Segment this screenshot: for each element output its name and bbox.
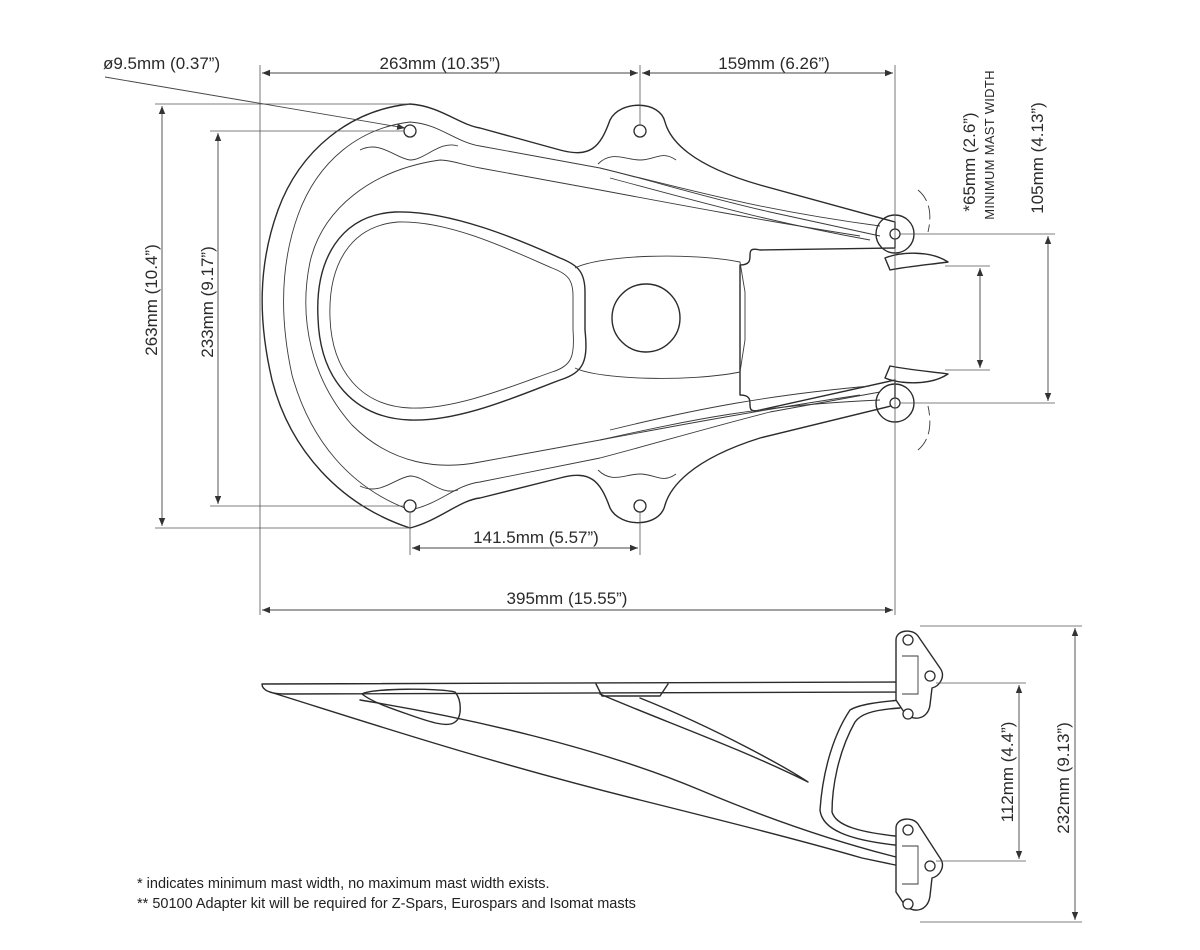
lower-clamp-detail <box>902 845 919 885</box>
upper-clamp-pivot-pin <box>924 670 936 682</box>
bolt-hole-top-right <box>633 124 647 138</box>
upper-left-notch <box>359 144 459 161</box>
side-view-dimensions: 112mm (4.4”) 232mm (9.13”) <box>920 625 1082 923</box>
footnote-min-mast-width: * indicates minimum mast width, no maxim… <box>137 876 550 892</box>
upper-jaw <box>884 252 949 271</box>
side-link <box>819 699 901 846</box>
min-mast-width-caption: MINIMUM MAST WIDTH <box>982 70 997 220</box>
side-plate-top <box>261 681 901 695</box>
central-hole <box>611 283 681 353</box>
upper-clamp-bottom-pin <box>902 708 914 720</box>
hole-spacing-vertical-label: 233mm (9.17”) <box>198 246 217 357</box>
upper-clamp-top-pin <box>902 634 914 646</box>
bolt-hole-top-left <box>403 124 417 138</box>
lower-clamp-pivot-pin <box>924 860 936 872</box>
lower-arm <box>599 385 881 441</box>
side-recess-right <box>595 683 669 697</box>
hole-spacing-short-label: 141.5mm (5.57”) <box>473 528 599 547</box>
footnote-adapter-kit: ** 50100 Adapter kit will be required fo… <box>137 896 636 912</box>
pivot-offset-label: 159mm (6.26”) <box>718 54 829 73</box>
side-view <box>261 630 944 911</box>
lower-right-notch <box>597 469 677 479</box>
plate-recess-inner <box>329 221 574 409</box>
lower-swing-arc <box>917 405 931 451</box>
side-overall-height-label: 232mm (9.13”) <box>1054 722 1073 833</box>
lower-clamp-bottom-pin <box>902 898 914 910</box>
plate-recess <box>317 211 587 421</box>
lower-left-notch <box>359 475 459 492</box>
pivot-spacing-label: 105mm (4.13”) <box>1028 102 1047 213</box>
plate-rim <box>283 121 881 511</box>
overall-height-label: 263mm (10.4”) <box>142 244 161 355</box>
plate-hub <box>574 255 746 379</box>
bolt-hole-bottom-left <box>403 499 417 513</box>
upper-clamp-detail <box>902 655 919 695</box>
hole-spacing-long-label: 263mm (10.35”) <box>380 54 501 73</box>
lower-clamp-top-pin <box>902 824 914 836</box>
top-view-dimensions: ø9.5mm (0.37”) 263mm (10.35”) 159mm (6.2… <box>103 54 1055 615</box>
hole-diameter-leader <box>104 76 406 130</box>
plate-channel <box>305 159 861 466</box>
overall-length-label: 395mm (15.55”) <box>507 589 628 608</box>
side-recess-left <box>361 688 461 726</box>
footnotes: * indicates minimum mast width, no maxim… <box>137 874 636 914</box>
min-mast-width-label: *65mm (2.6”) <box>960 112 979 211</box>
upper-swing-arc <box>917 189 931 233</box>
side-brace-upper <box>599 693 809 783</box>
lower-jaw <box>884 365 949 384</box>
side-pivot-spacing-label: 112mm (4.4”) <box>998 722 1017 823</box>
hole-diameter-label: ø9.5mm (0.37”) <box>103 54 220 73</box>
side-beam <box>269 691 901 867</box>
top-view-plate <box>261 103 949 529</box>
upper-right-notch <box>597 155 677 165</box>
lower-clamp-head <box>895 818 944 911</box>
plate-outer-contour <box>261 103 896 529</box>
upper-arm <box>599 167 881 241</box>
bolt-hole-bottom-right <box>633 499 647 513</box>
